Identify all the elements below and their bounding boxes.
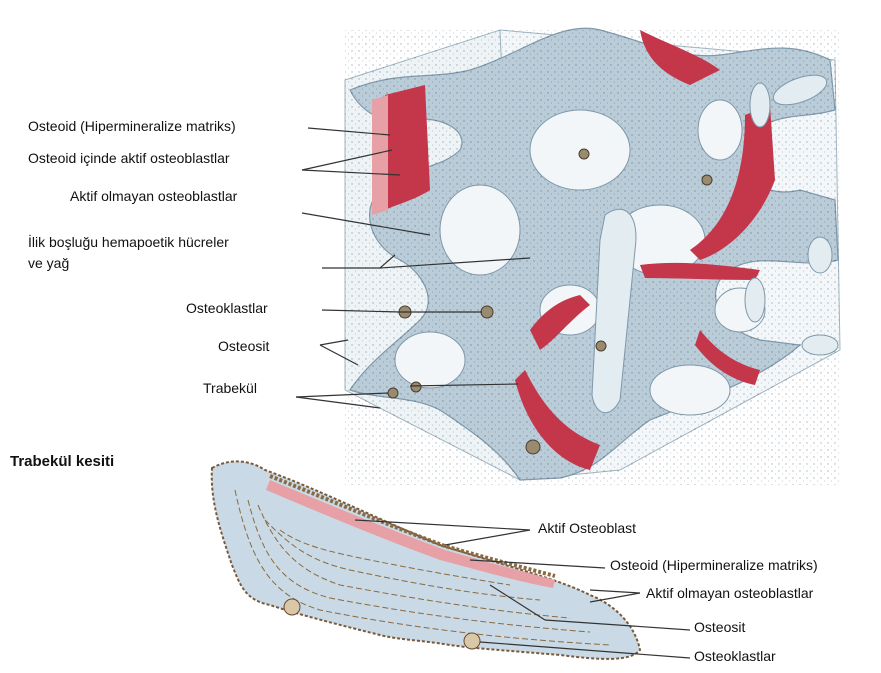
label-osteocyte: Osteosit — [218, 338, 269, 355]
label-section-active-osteoblast: Aktif Osteoblast — [538, 520, 636, 537]
label-inactive-osteoblasts: Aktif olmayan osteoblastlar — [70, 188, 237, 205]
label-section-osteocyte: Osteosit — [694, 619, 745, 636]
section-title: Trabekül kesiti — [10, 453, 114, 470]
label-marrow-line1: İlik boşluğu hemapoetik hücreler — [28, 234, 229, 251]
trabecula-section — [212, 461, 640, 659]
label-section-osteoid: Osteoid (Hipermineralize matriks) — [610, 557, 818, 574]
label-section-inactive-osteoblasts: Aktif olmayan osteoblastlar — [646, 585, 813, 602]
label-section-osteoclasts: Osteoklastlar — [694, 648, 776, 665]
label-osteoid-hypermineralized: Osteoid (Hipermineralize matriks) — [28, 118, 236, 135]
trabecular-cube — [345, 28, 840, 485]
label-osteoclasts: Osteoklastlar — [186, 300, 268, 317]
label-trabecula: Trabekül — [203, 380, 257, 397]
label-active-osteoblasts-in-osteoid: Osteoid içinde aktif osteoblastlar — [28, 150, 230, 167]
label-marrow-line2: ve yağ — [28, 255, 69, 272]
